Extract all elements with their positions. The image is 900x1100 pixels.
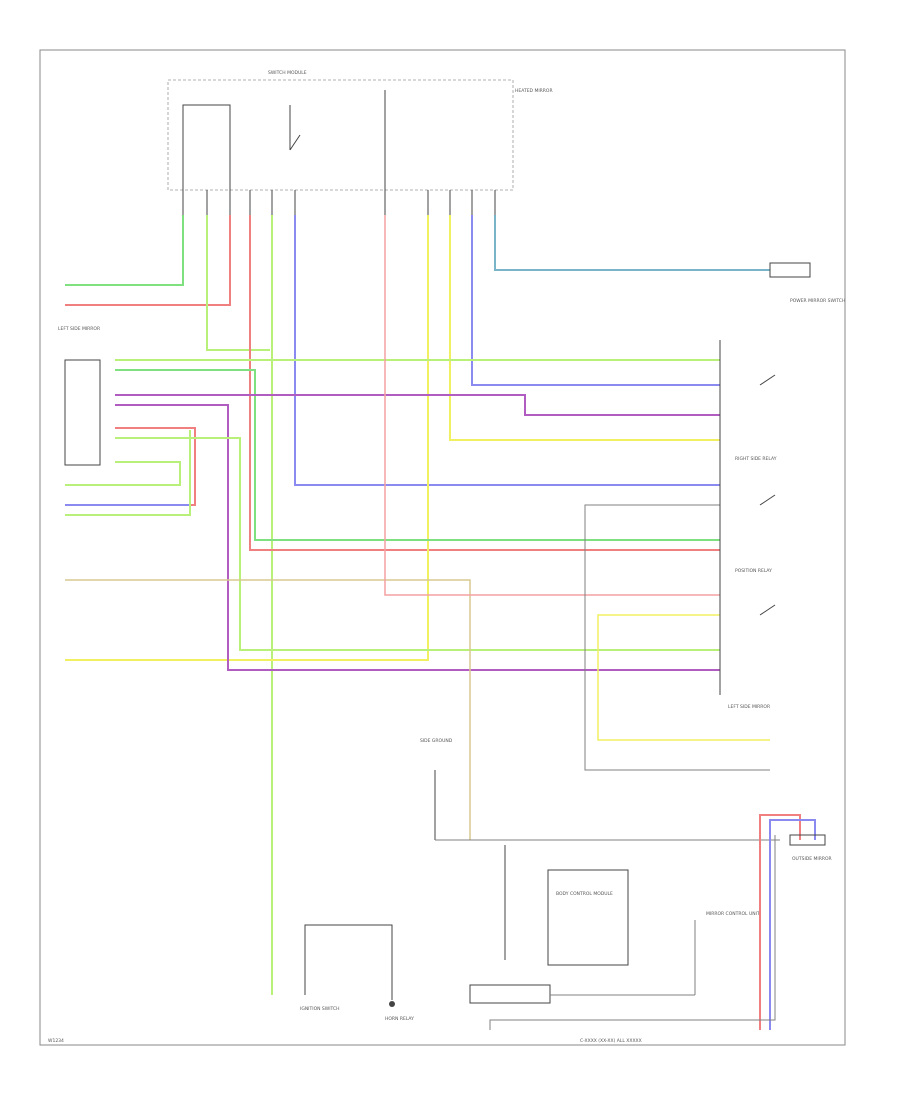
wire-row-green-2 (115, 369, 720, 541)
wire-pink-row (384, 215, 720, 596)
horn-relay-loop (304, 924, 393, 1000)
wire-gray-mirror (489, 835, 776, 1030)
top-connector-pins (182, 190, 496, 215)
horn-relay-terminal (389, 1001, 395, 1007)
wire-tan-row (65, 579, 471, 840)
wire-green-left-short (65, 430, 191, 516)
wire-row-green-4 (65, 461, 181, 486)
wire-row-purple-2 (115, 404, 720, 671)
wire-gray-right (584, 504, 770, 771)
switch-contact-loop (182, 104, 231, 190)
wire-teal-top (494, 215, 770, 271)
wire-blue-mirror (769, 819, 816, 1030)
wire-row-red-short (65, 427, 196, 506)
wire-light-green-mid (206, 215, 270, 351)
wire-red-mirror (759, 814, 801, 1030)
switch-lever (289, 134, 301, 151)
wire-red-left (65, 215, 231, 306)
outside-mirror-label: OUTSIDE MIRROR (792, 856, 832, 862)
left-side-mirror-right-label: LEFT SIDE MIRROR (728, 704, 770, 710)
footer-left-label: W1234 (48, 1038, 64, 1044)
center-module-2-label: MIRROR CONTROL UNIT (706, 911, 760, 917)
center-module-box (547, 869, 629, 966)
wire-yellow-right (449, 215, 720, 441)
center-module-label: BODY CONTROL MODULE (556, 891, 613, 897)
wire-yellow-long (65, 215, 429, 661)
top-module-box (167, 79, 514, 191)
left-connector-label: LEFT SIDE MIRROR (58, 326, 100, 332)
relay-switches (759, 374, 776, 616)
wire-yellow-lower-right (597, 614, 770, 741)
outside-mirror-box (789, 834, 826, 846)
position-relay-label: POSITION RELAY (735, 568, 772, 574)
teal-terminal-box (769, 262, 811, 278)
top-module-label: SWITCH MODULE (268, 70, 307, 76)
diagram-frame (39, 49, 846, 1046)
wire-green-left (65, 215, 184, 286)
ignition-switch-label: IGNITION SWITCH (300, 1006, 340, 1012)
wire-blue-right (471, 215, 720, 386)
horn-relay-label: HORN RELAY (385, 1016, 414, 1022)
side-ground-label: SIDE GROUND (420, 738, 453, 744)
wire-row-purple-1 (115, 394, 720, 416)
right-top-module-label: HEATED MIRROR (515, 88, 553, 94)
right-relay-label: RIGHT SIDE RELAY (735, 456, 777, 462)
footer-center-label: C-XXXX (XX-XX) ALL XXXXX (580, 1038, 642, 1044)
wire-red-long (249, 215, 720, 551)
lower-module-box (469, 984, 551, 1004)
power-mirror-switch-label: POWER MIRROR SWITCH (790, 298, 845, 304)
left-connector-box (64, 359, 101, 466)
wire-blue-mid (294, 215, 720, 486)
wire-row-green-3 (115, 437, 720, 651)
